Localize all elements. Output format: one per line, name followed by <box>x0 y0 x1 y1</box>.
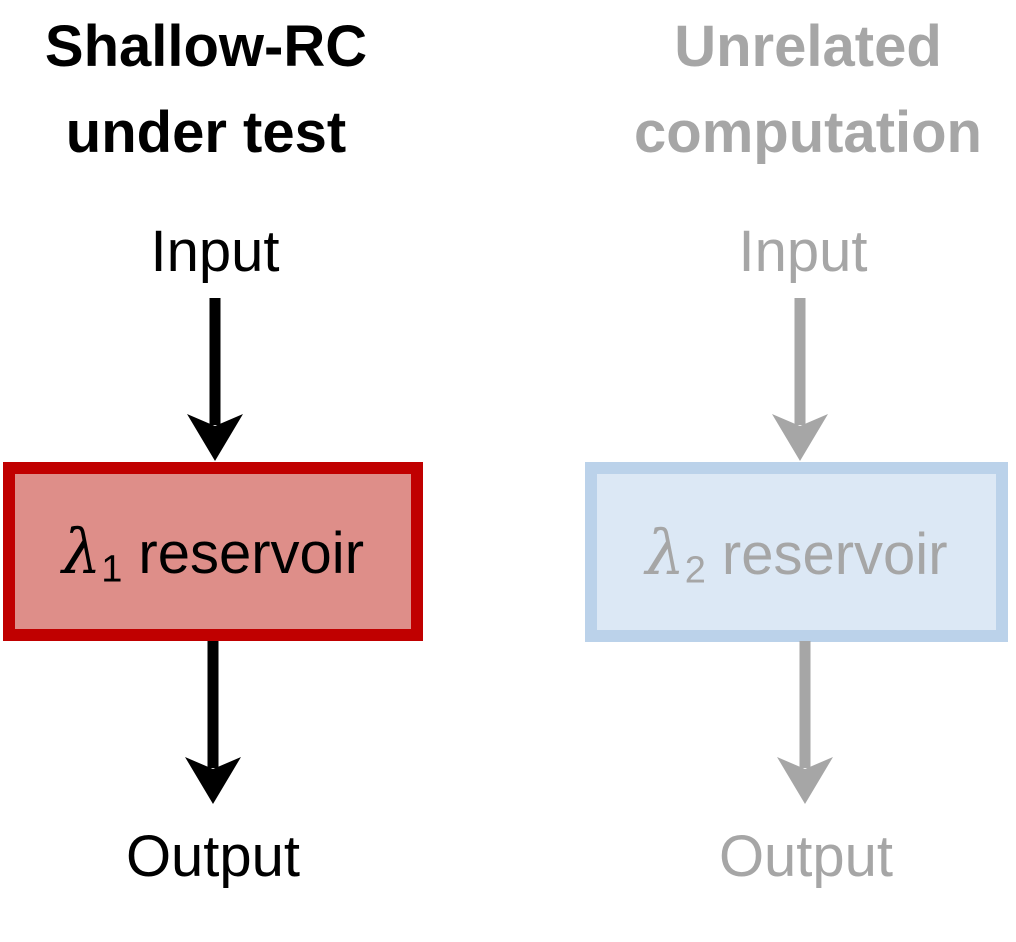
right-input-arrow-head <box>772 414 828 461</box>
left-reservoir-label: λ1 reservoir <box>62 515 364 588</box>
right-title: Unrelated computation <box>634 4 982 176</box>
right-input-arrow-shaft <box>794 298 806 425</box>
right-output-arrow-head <box>777 757 833 804</box>
left-input-label: Input <box>150 219 280 284</box>
right-reservoir-label: λ2 reservoir <box>645 516 947 589</box>
right-output-arrow <box>777 641 833 804</box>
left-title: Shallow-RC under test <box>45 4 367 176</box>
left-reservoir-box: λ1 reservoir <box>3 462 423 641</box>
right-input-label: Input <box>738 219 868 284</box>
reservoir-word: reservoir <box>721 521 948 587</box>
right-reservoir-box: λ2 reservoir <box>585 462 1008 642</box>
left-output-arrow-shaft <box>207 641 219 768</box>
right-output-label: Output <box>718 824 894 889</box>
reservoir-word: reservoir <box>138 521 365 586</box>
left-input-arrow-head <box>187 414 243 461</box>
left-output-arrow-head <box>185 757 241 804</box>
lambda-subscript: 1 <box>101 548 123 591</box>
right-output-arrow-shaft <box>799 641 811 768</box>
right-input-arrow <box>772 298 828 461</box>
lambda-symbol: λ <box>61 515 102 588</box>
left-input-arrow-shaft <box>209 298 221 425</box>
right-title-line1: Unrelated <box>674 14 942 79</box>
left-title-line2: under test <box>65 100 347 165</box>
lambda-subscript: 2 <box>684 548 706 591</box>
left-output-arrow <box>185 641 241 804</box>
left-input-arrow <box>187 298 243 461</box>
lambda-symbol: λ <box>645 515 685 589</box>
left-output-label: Output <box>125 824 301 889</box>
right-title-line2: computation <box>634 100 982 165</box>
left-title-line1: Shallow-RC <box>44 14 368 79</box>
